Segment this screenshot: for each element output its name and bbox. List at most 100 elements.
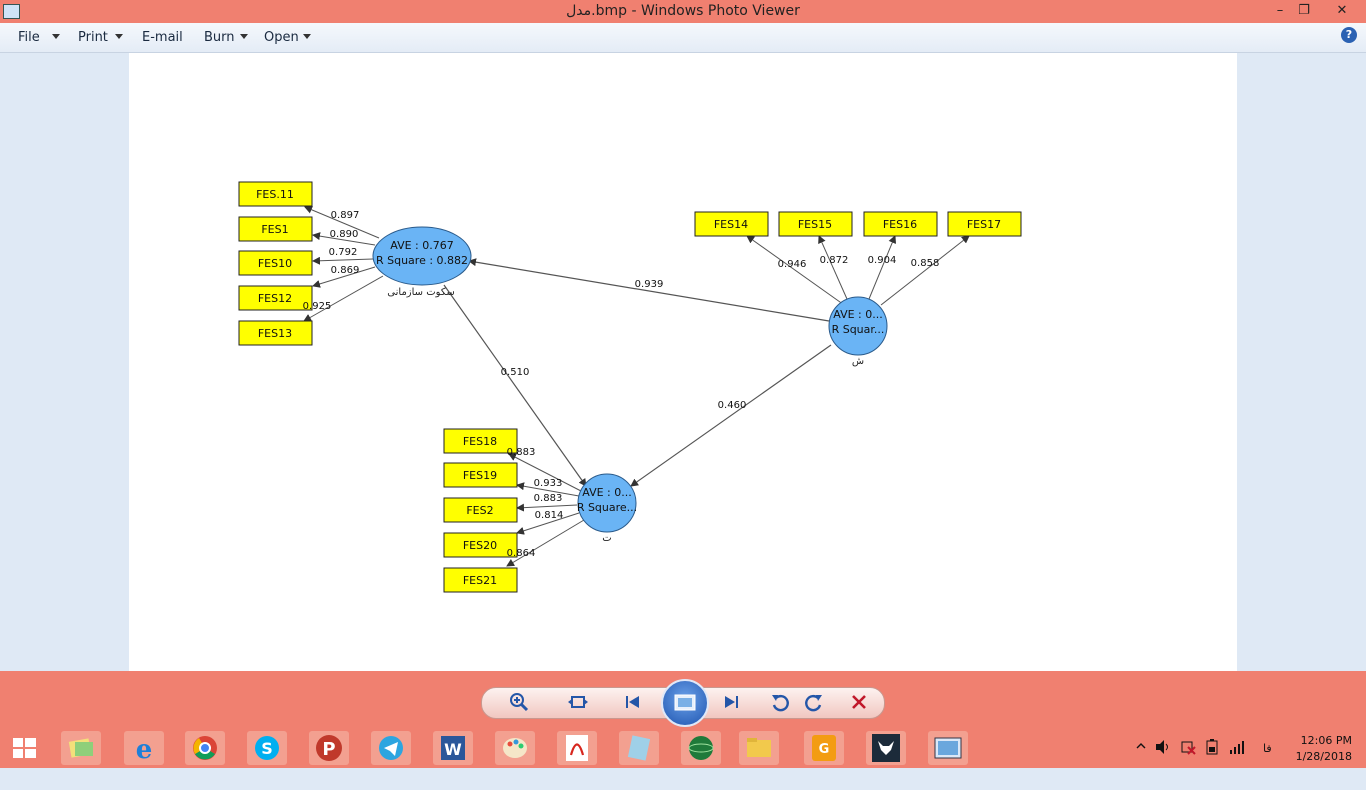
loading-label: 0.864 — [507, 548, 536, 559]
menu-print[interactable]: Print — [78, 30, 108, 45]
svg-text:P: P — [322, 739, 335, 760]
latent-construct: AVE : 0.767 R Square : 0.882 سکوت سازمان… — [372, 226, 472, 298]
actual-size-icon[interactable] — [566, 690, 590, 714]
chevron-down-icon[interactable] — [303, 34, 311, 39]
network-icon[interactable] — [1228, 739, 1246, 779]
close-button[interactable]: ✕ — [1336, 3, 1348, 18]
rotate-counterclockwise-icon[interactable] — [768, 690, 792, 714]
show-hidden-icons-icon[interactable] — [1136, 741, 1146, 781]
sem-path-diagram: FES.11 FES1 FES10 FES12 FES13 FES14 FES1… — [238, 181, 1022, 593]
indicator-box: FES.11 — [238, 181, 313, 207]
telegram-icon[interactable] — [371, 731, 411, 765]
loading-label: 0.897 — [331, 210, 360, 221]
previous-icon[interactable] — [621, 690, 645, 714]
menu-burn[interactable]: Burn — [204, 30, 235, 45]
image-viewer-area: FES.11 FES1 FES10 FES12 FES13 FES14 FES1… — [0, 53, 1366, 671]
internet-explorer-icon[interactable]: e — [124, 731, 164, 765]
latent-construct: AVE : 0... R Square... ت — [577, 473, 637, 544]
viewer-controls — [0, 671, 1366, 728]
acrobat-icon[interactable] — [557, 731, 597, 765]
p-app-icon[interactable]: P — [309, 731, 349, 765]
globe-app-icon[interactable] — [681, 731, 721, 765]
loading-arrow — [880, 235, 970, 306]
indicator-box: FES2 — [443, 497, 518, 523]
maximize-button[interactable]: ❐ — [1298, 3, 1310, 18]
photo-viewer-app-icon — [3, 4, 20, 19]
zoom-icon[interactable] — [507, 690, 531, 714]
word-icon[interactable]: W — [433, 731, 473, 765]
indicator-box: FES14 — [694, 211, 769, 237]
action-center-icon[interactable] — [1180, 739, 1196, 779]
chevron-down-icon[interactable] — [52, 34, 60, 39]
indicator-box: FES21 — [443, 567, 518, 593]
menu-open[interactable]: Open — [264, 30, 299, 45]
path-coefficient-label: 0.460 — [718, 400, 747, 411]
svg-text:S: S — [261, 739, 273, 758]
image-canvas: FES.11 FES1 FES10 FES12 FES13 FES14 FES1… — [129, 53, 1237, 671]
construct-name: ش — [852, 356, 864, 367]
indicator-label: FES21 — [463, 574, 497, 587]
loading-label: 0.792 — [329, 247, 358, 258]
menu-file[interactable]: File — [18, 30, 40, 45]
indicator-box: FES16 — [863, 211, 938, 237]
indicator-box: FES20 — [443, 532, 518, 558]
chrome-icon[interactable] — [185, 731, 225, 765]
construct-name: ت — [602, 533, 611, 544]
rotate-clockwise-icon[interactable] — [802, 690, 826, 714]
loading-label: 0.869 — [331, 265, 360, 276]
indicator-label: FES14 — [714, 218, 748, 231]
bull-app-icon[interactable] — [866, 731, 906, 765]
pdf-app-icon[interactable]: G — [804, 731, 844, 765]
indicator-label: FES.11 — [256, 188, 294, 201]
loading-label: 0.933 — [534, 478, 563, 489]
skype-icon[interactable]: S — [247, 731, 287, 765]
indicator-label: FES18 — [463, 435, 497, 448]
photo-viewer-icon[interactable] — [928, 731, 968, 765]
delete-icon[interactable] — [847, 690, 871, 714]
loading-label: 0.883 — [534, 493, 563, 504]
battery-icon[interactable] — [1204, 739, 1220, 779]
title-bar: مدل.bmp - Windows Photo Viewer – ❐ ✕ — [0, 0, 1366, 23]
help-icon[interactable]: ? — [1341, 27, 1357, 43]
paint-icon[interactable] — [495, 731, 535, 765]
chevron-down-icon[interactable] — [240, 34, 248, 39]
r-square-value: R Square : 0.882 — [376, 254, 468, 267]
date[interactable]: 1/28/2018 — [1295, 750, 1352, 763]
folder-icon[interactable] — [739, 731, 779, 765]
indicator-box: FES10 — [238, 250, 313, 276]
volume-icon[interactable] — [1154, 739, 1172, 779]
loading-arrow — [312, 266, 376, 288]
ave-value: AVE : 0.767 — [390, 239, 454, 252]
ave-value: AVE : 0... — [582, 486, 631, 499]
notepad-app-icon[interactable] — [619, 731, 659, 765]
path-arrow — [468, 258, 830, 322]
loading-label: 0.925 — [303, 301, 332, 312]
file-explorer-fancy-icon[interactable] — [61, 731, 101, 765]
next-icon[interactable] — [719, 690, 743, 714]
indicator-label: FES17 — [967, 218, 1001, 231]
loading-label: 0.858 — [911, 258, 940, 269]
indicator-box: FES12 — [238, 285, 313, 311]
indicator-box: FES19 — [443, 462, 518, 488]
indicator-label: FES1 — [261, 223, 288, 236]
loading-arrow — [303, 275, 384, 322]
slideshow-icon[interactable] — [661, 679, 709, 727]
loading-arrow — [304, 206, 380, 239]
loading-label: 0.814 — [535, 510, 564, 521]
indicator-label: FES19 — [463, 469, 497, 482]
chevron-down-icon[interactable] — [115, 34, 123, 39]
input-language[interactable]: فا — [1263, 742, 1272, 755]
indicator-box: FES17 — [947, 211, 1022, 237]
indicator-box: FES13 — [238, 320, 313, 346]
path-coefficient-label: 0.510 — [501, 367, 530, 378]
svg-text:e: e — [136, 735, 153, 765]
indicator-label: FES16 — [883, 218, 917, 231]
menu-email[interactable]: E-mail — [142, 30, 183, 45]
start-icon[interactable] — [4, 731, 44, 765]
indicator-box: FES18 — [443, 428, 518, 454]
indicator-box: FES1 — [238, 216, 313, 242]
minimize-button[interactable]: – — [1276, 3, 1284, 18]
loading-label: 0.904 — [868, 255, 897, 266]
loading-arrow — [312, 232, 376, 246]
clock[interactable]: 12:06 PM — [1300, 734, 1352, 747]
